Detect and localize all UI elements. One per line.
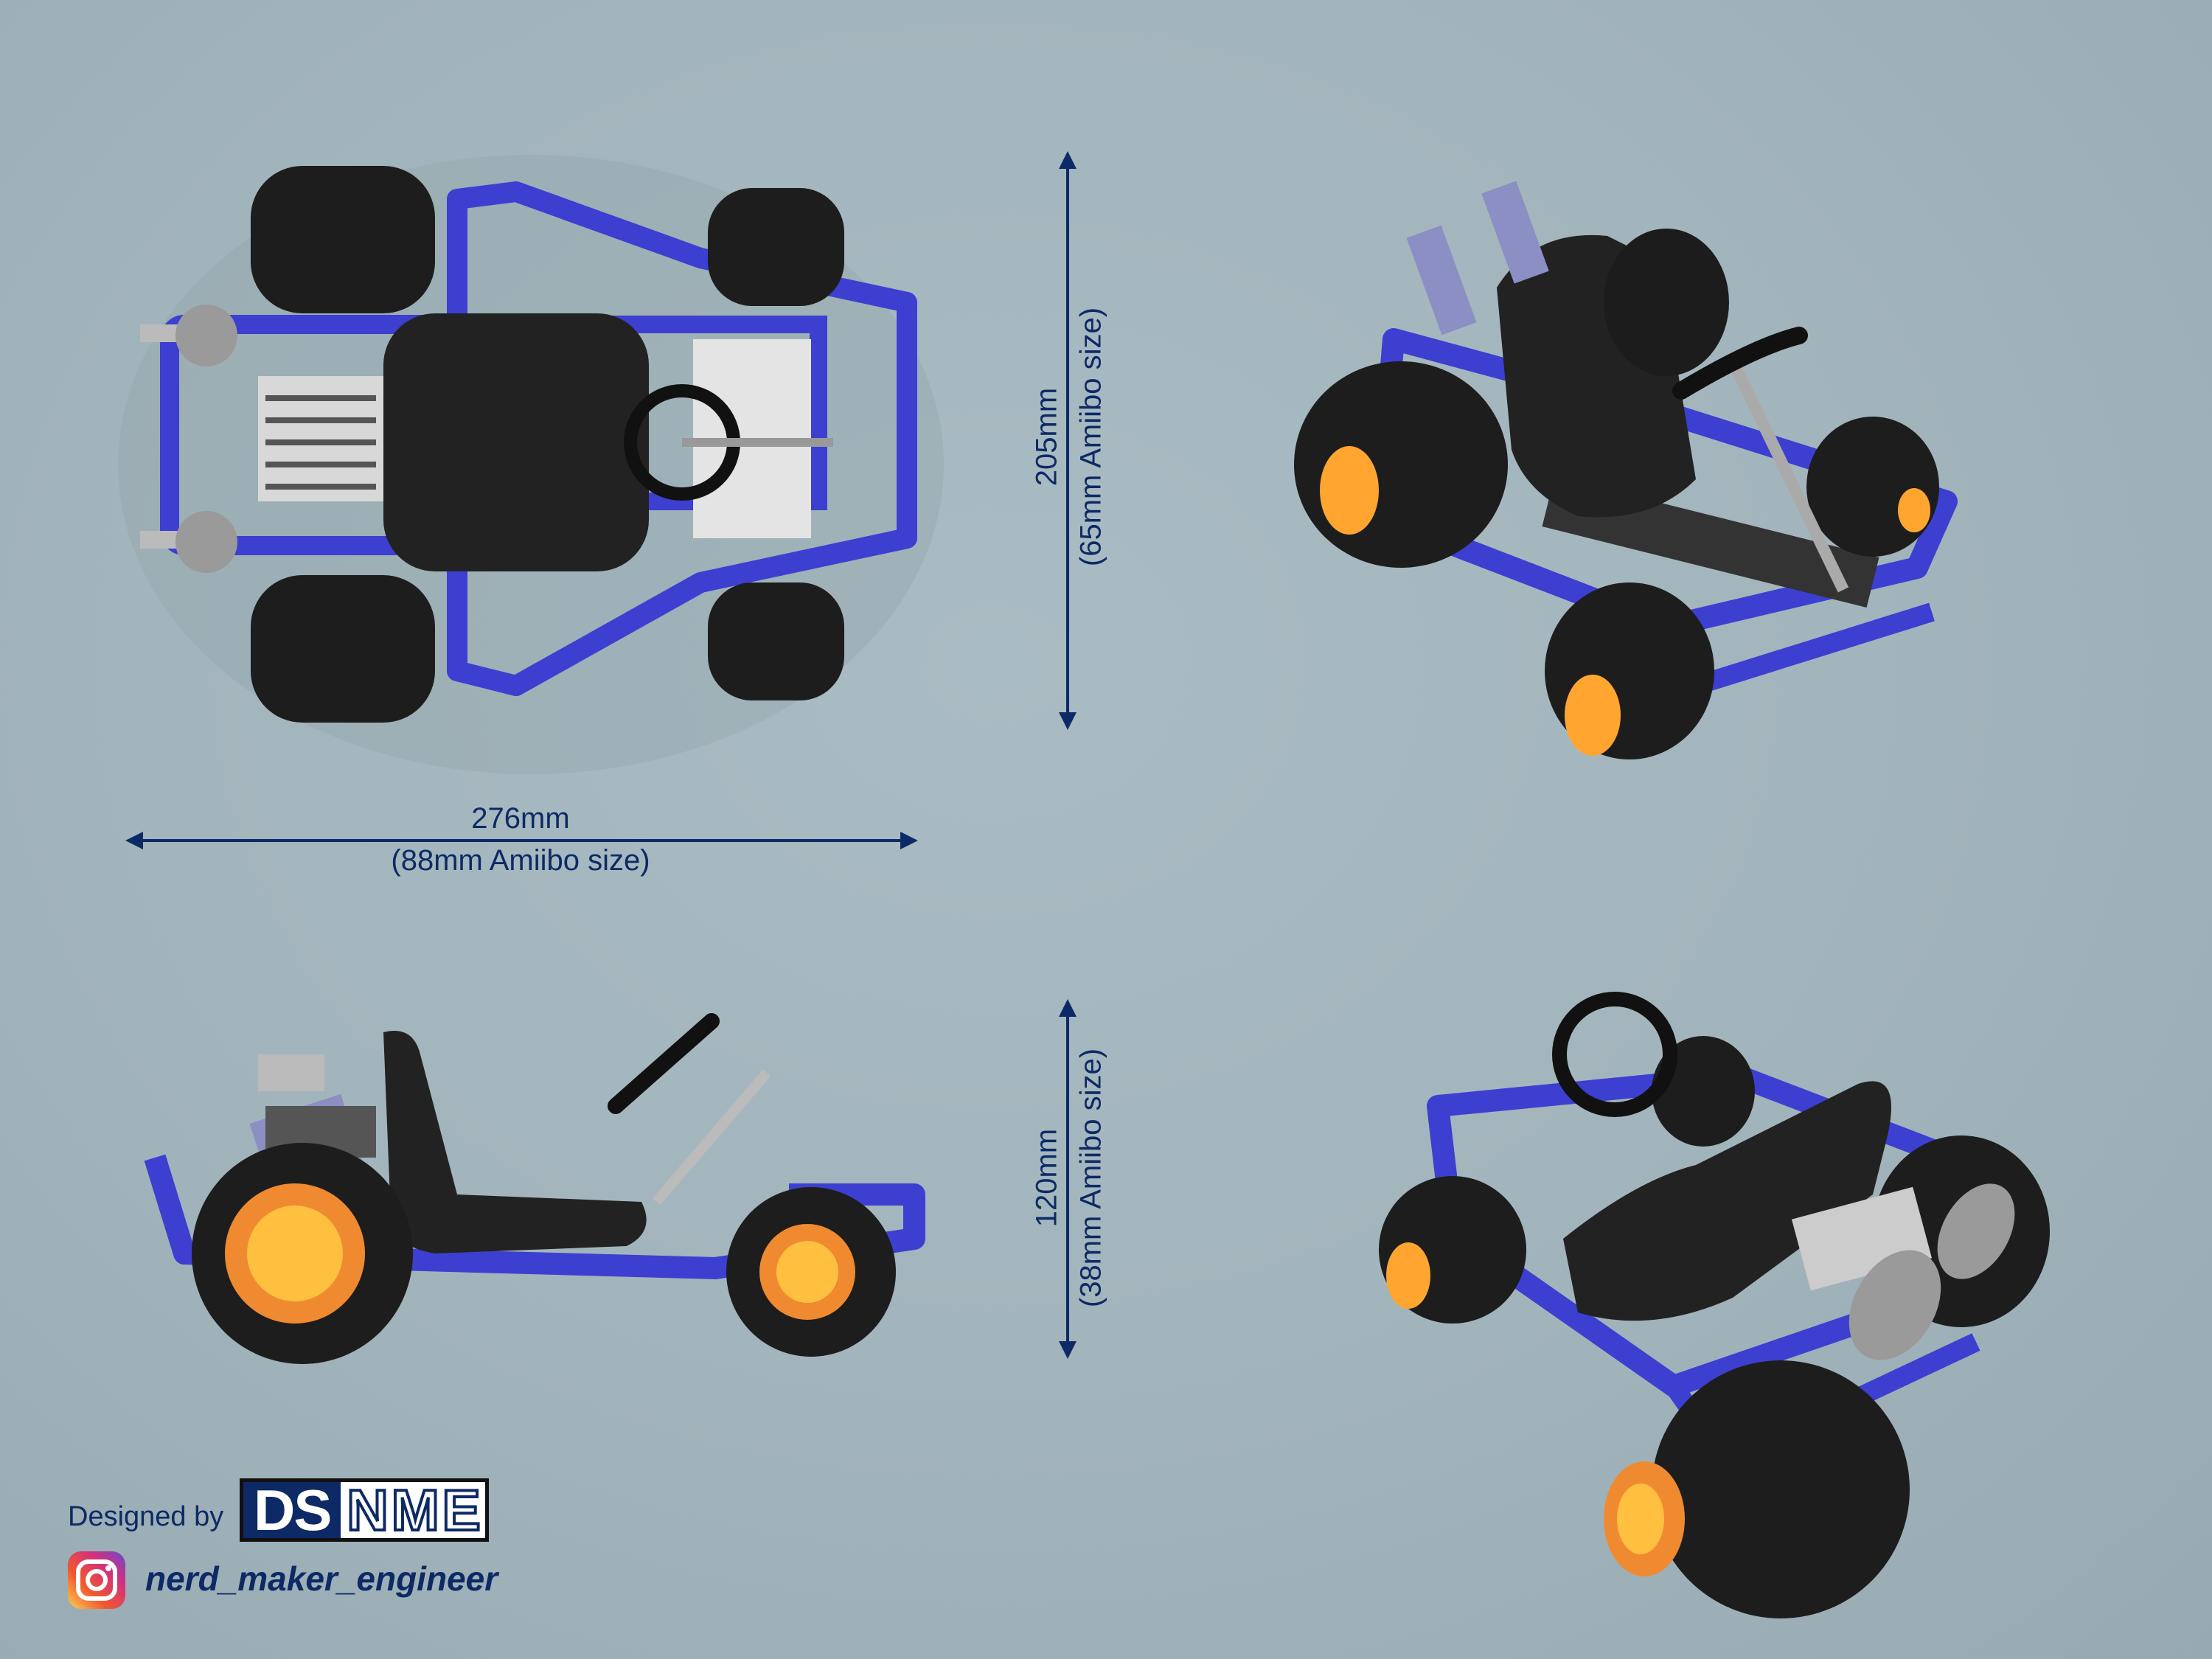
steering-wheel — [1672, 327, 1808, 400]
length-amiibo-label: (88mm Amiibo size) — [391, 844, 650, 877]
height-dimension-arrow — [1059, 999, 1077, 1359]
seat — [383, 1031, 647, 1253]
logo-nme: NME — [345, 1476, 484, 1544]
rear-left-tire — [251, 166, 435, 313]
height-amiibo-label: (38mm Amiibo size) — [1074, 1048, 1107, 1308]
seat — [383, 313, 649, 571]
width-dimension-arrow — [1059, 151, 1077, 730]
instagram-handle[interactable]: nerd_maker_engineer — [145, 1559, 498, 1598]
width-dimension-label: 205mm — [1030, 387, 1063, 487]
rear-right-tire — [251, 575, 435, 723]
kart-perspective-rear — [1379, 992, 2050, 1618]
length-dimension-label: 276mm — [471, 802, 570, 835]
engine — [258, 376, 383, 501]
width-amiibo-label: (65mm Amiibo size) — [1074, 307, 1107, 567]
front-tire — [1806, 417, 1939, 557]
instagram-icon — [68, 1551, 125, 1609]
seat — [1563, 1081, 1891, 1321]
height-dimension-label: 120mm — [1030, 1128, 1063, 1228]
dsnme-logo: DS NME — [240, 1476, 489, 1544]
steering-wheel — [1552, 992, 1677, 1117]
logo-ds: DS — [243, 1478, 341, 1543]
steering-wheel — [608, 1013, 720, 1114]
designed-by-label: Designed by — [68, 1501, 224, 1532]
front-left-tire — [708, 188, 844, 306]
front-right-tire — [708, 582, 844, 700]
kart-side-view — [144, 1013, 925, 1364]
kart-top-view — [118, 155, 944, 774]
length-dimension-arrow — [125, 832, 918, 849]
rear-tire — [1652, 1360, 1910, 1618]
kart-perspective-front — [1294, 181, 1958, 759]
